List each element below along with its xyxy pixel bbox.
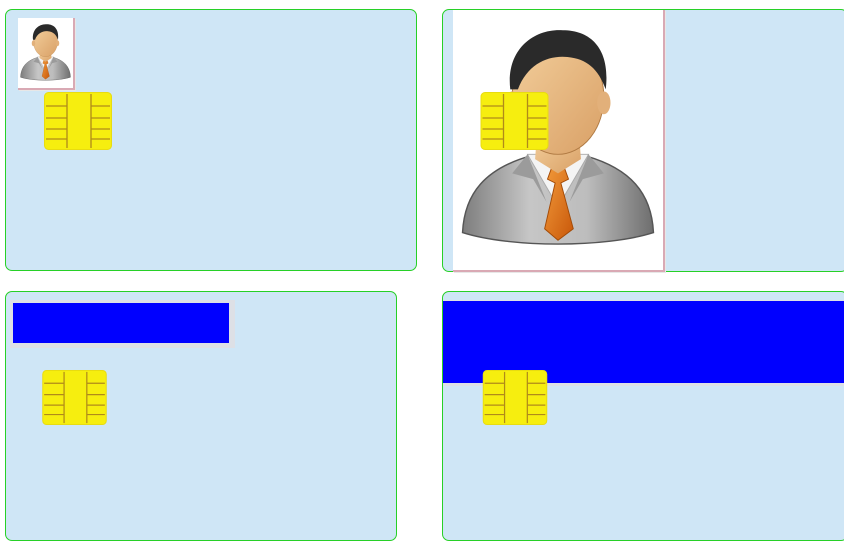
smart-chip-icon xyxy=(481,370,549,425)
card-3[interactable] xyxy=(5,291,397,541)
person-avatar-icon xyxy=(18,18,73,88)
card-4[interactable] xyxy=(442,291,844,541)
smart-chip-icon xyxy=(44,92,112,150)
blue-bar-fill xyxy=(13,303,229,343)
photo-thumbnail xyxy=(18,18,75,90)
smart-chip-icon xyxy=(42,370,107,425)
smart-chip-icon xyxy=(480,92,549,150)
card-1[interactable] xyxy=(5,9,417,271)
card-2[interactable] xyxy=(442,9,844,272)
blue-bar xyxy=(10,300,235,348)
